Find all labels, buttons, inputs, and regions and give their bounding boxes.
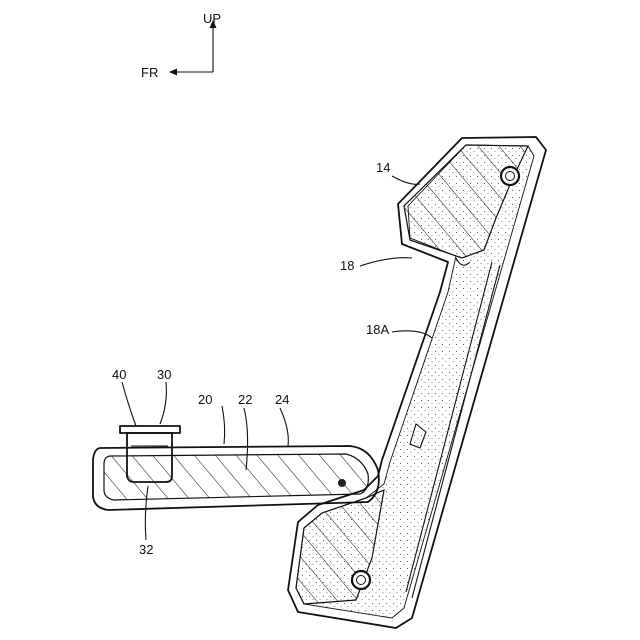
label-14: 14 [376,160,390,175]
label-22: 22 [238,392,252,407]
armrest-core [104,454,368,500]
label-24: 24 [275,392,289,407]
armrest-assembly [93,426,379,510]
leader-20 [222,406,225,444]
orientation-indicator: UP FR [141,11,221,80]
seatback-assembly [288,137,546,628]
cup-holder-flange [120,426,180,433]
front-label: FR [141,65,158,80]
label-18: 18 [340,258,354,273]
leader-40 [122,382,136,426]
label-30: 30 [157,367,171,382]
upper-pivot-icon [501,167,519,185]
label-40: 40 [112,367,126,382]
up-label: UP [203,11,221,26]
leader-18 [360,258,412,266]
armrest-pivot-icon [338,479,346,487]
front-arrow-head-icon [169,69,177,76]
lower-pivot-icon [352,571,370,589]
leader-14 [392,176,420,184]
label-20: 20 [198,392,212,407]
leader-24 [280,408,288,446]
label-32: 32 [139,542,153,557]
leader-30 [160,382,166,424]
label-18A: 18A [366,322,389,337]
